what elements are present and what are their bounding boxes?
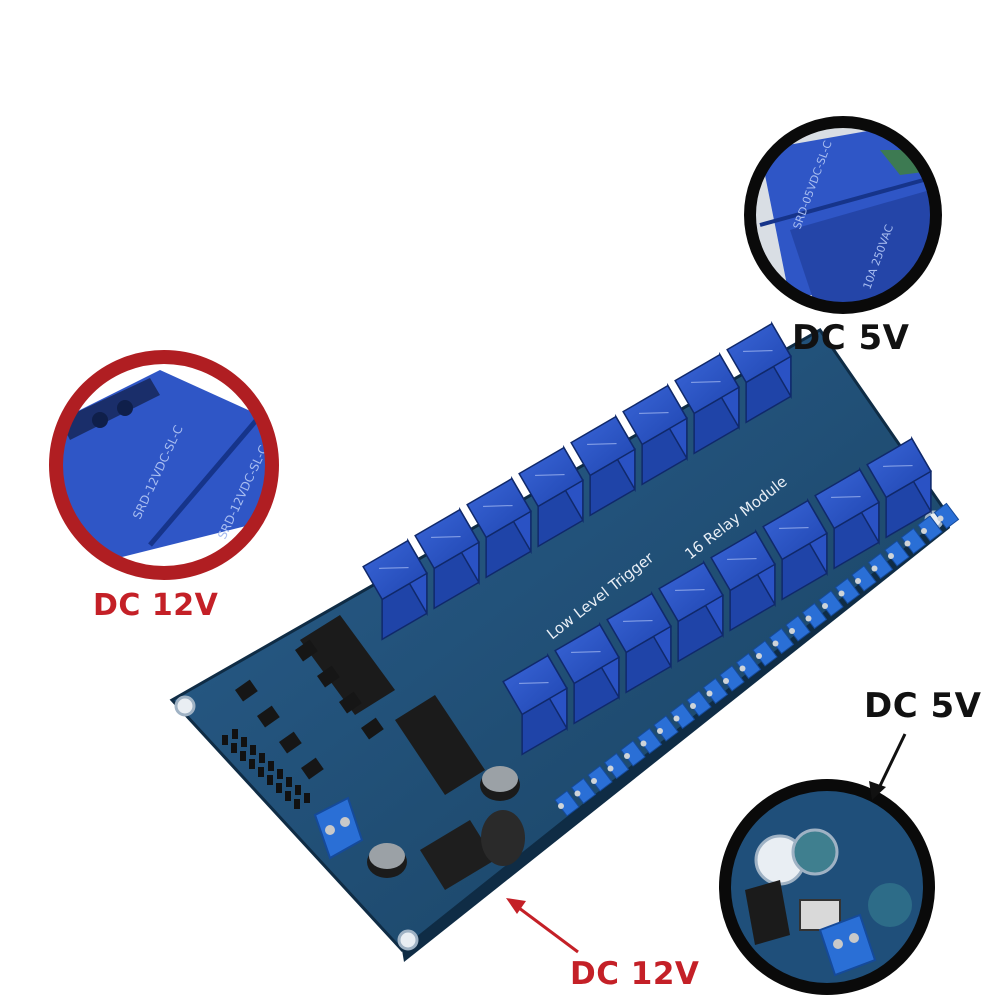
label-top-right-voltage: DC 5V [792, 318, 910, 358]
header-pin [222, 735, 228, 745]
driver-ics [300, 615, 495, 890]
header-pin [259, 753, 265, 763]
relay [518, 444, 584, 548]
relay-row-front [502, 435, 932, 756]
optocoupler [317, 665, 340, 688]
relay [466, 475, 532, 579]
relay [414, 506, 480, 610]
relay [606, 590, 672, 694]
optocoupler [300, 757, 324, 780]
electrolytic-capacitors [367, 766, 525, 878]
header-pin [249, 759, 255, 769]
header-pin [285, 791, 291, 801]
optocoupler [279, 731, 302, 754]
relay [866, 435, 932, 539]
header-pin [240, 751, 246, 761]
relay [570, 413, 636, 517]
mounting-hole [174, 695, 196, 717]
header-pin [231, 743, 237, 753]
relay [658, 559, 724, 663]
header-pin [258, 767, 264, 777]
mounting-hole [397, 929, 419, 951]
optocouplers [235, 639, 384, 780]
arrow-bottom-12v [506, 898, 579, 954]
label-bottom-right-voltage: DC 5V [864, 686, 982, 726]
relay-row-back [362, 320, 792, 641]
header-pin [232, 729, 238, 739]
label-left-voltage: DC 12V [93, 588, 219, 623]
relay [362, 537, 428, 641]
optocoupler [295, 639, 318, 662]
optocoupler [339, 691, 362, 714]
header-pin [286, 777, 292, 787]
relay [622, 382, 688, 486]
callout-bottom-right [719, 779, 935, 995]
relay [674, 351, 740, 455]
header-pin [250, 745, 256, 755]
relay [814, 466, 880, 570]
pin-header [222, 729, 310, 809]
callout-ring [719, 779, 935, 995]
relay [726, 320, 792, 424]
optocoupler [257, 705, 280, 728]
header-pin [276, 783, 282, 793]
header-pin [241, 737, 247, 747]
header-pin [277, 769, 283, 779]
relay [710, 528, 776, 632]
screw-terminal-strip [554, 502, 960, 817]
callout-ring [49, 350, 279, 580]
header-pin [294, 799, 300, 809]
callout-left: SRD-12VDC-SL-C SRD-12VDC-SL-C [49, 350, 279, 580]
header-pin [268, 761, 274, 771]
relay [502, 652, 568, 756]
header-pin [267, 775, 273, 785]
optocoupler [235, 679, 258, 702]
optocoupler [361, 717, 384, 740]
power-terminal [313, 796, 364, 860]
header-pin [304, 793, 310, 803]
relay [762, 497, 828, 601]
callout-ring [744, 116, 942, 314]
callout-top-right: SRD-05VDC-SL-C 10A 250VAC [744, 116, 942, 314]
label-bottom-voltage: DC 12V [570, 956, 700, 992]
arrow-bottom-right-callout [869, 733, 907, 800]
voltage-regulator [420, 820, 495, 890]
relay [554, 621, 620, 725]
header-pin [295, 785, 301, 795]
inductor [481, 810, 525, 866]
